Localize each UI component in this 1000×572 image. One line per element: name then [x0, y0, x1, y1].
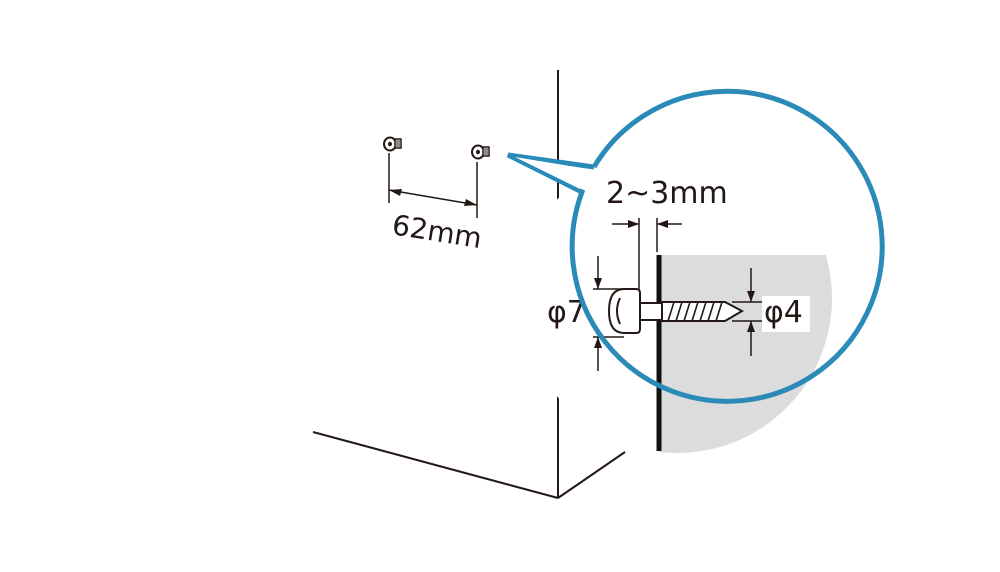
- spacing-arrow-right: [464, 199, 477, 206]
- spacing-dimension: [388, 153, 478, 218]
- screw-right-icon: [471, 144, 490, 160]
- callout-tail-fill: [515, 157, 594, 189]
- screw-left-icon: [383, 136, 402, 152]
- screw-head-slot: [616, 297, 621, 325]
- callout-outline: [506, 88, 885, 404]
- screw-thread: [661, 301, 745, 322]
- screw-side-view-icon: [607, 288, 745, 334]
- head-arrow-bottom: [594, 337, 602, 348]
- spacing-dimension-line: [388, 189, 478, 206]
- screw-head: [607, 288, 641, 334]
- head-diameter-dimension: [593, 256, 624, 371]
- shaft-arrow-bottom: [747, 321, 755, 332]
- magnified-callout: 2~3mm φ7 φ4: [506, 88, 885, 453]
- head-gap-label: 2~3mm: [606, 176, 728, 211]
- shaft-label-backdrop: [762, 296, 810, 332]
- gap-arrow-left: [628, 220, 639, 228]
- shaft-diameter-dimension: [732, 268, 762, 356]
- screw-thread-lines: [667, 301, 723, 322]
- floor-left-edge: [312, 431, 559, 499]
- gap-arrow-right: [657, 220, 668, 228]
- gap-dimension: [612, 218, 682, 289]
- spacing-arrow-left: [389, 189, 402, 196]
- shaft-arrow-top: [747, 291, 755, 302]
- floor-right-edge: [557, 451, 626, 499]
- shaft-diameter-label: φ4: [764, 295, 803, 330]
- screw-spacing-label: 62mm: [390, 208, 484, 255]
- head-arrow-top: [594, 278, 602, 289]
